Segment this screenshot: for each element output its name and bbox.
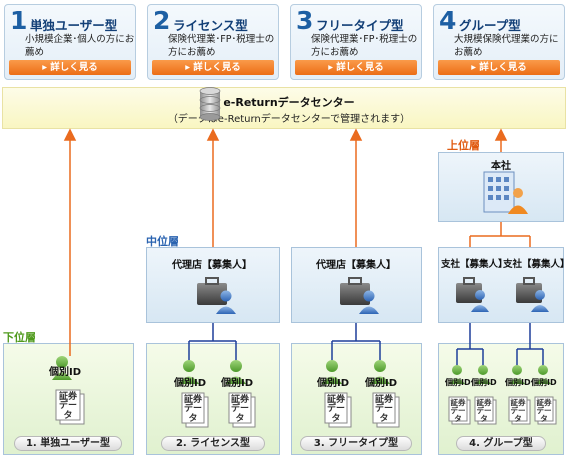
client-id-label: 個別ID: [221, 378, 254, 389]
document-label: 証券データ: [510, 398, 526, 423]
card-title: グループ型: [459, 18, 521, 33]
document-icon: [55, 389, 85, 425]
document-icon: [372, 392, 400, 428]
client-person-icon: [509, 365, 525, 384]
type-label-license: 2. ライセンス型: [161, 436, 265, 451]
card-title: フリータイプ型: [316, 18, 404, 33]
card-number: 2: [153, 6, 171, 35]
document-label: 証券データ: [230, 395, 249, 424]
data-center-subtitle: （データはe-Returnデータセンターで管理されます）: [167, 114, 411, 125]
client-person-icon: [370, 360, 390, 384]
client-id-label: 個別ID: [365, 378, 398, 389]
document-icon: [228, 392, 256, 428]
document-icon: [181, 392, 209, 428]
card-title: ライセンス型: [173, 18, 248, 33]
agent-icon: [456, 277, 489, 312]
client-person-icon: [226, 360, 246, 384]
database-icon: [199, 87, 221, 121]
card-description: 保険代理業･FP･税理士の方にお薦め: [168, 34, 275, 58]
document-icon: [534, 396, 557, 425]
data-center-title: e-Returnデータセンター: [223, 96, 355, 109]
document-icon: [474, 396, 497, 425]
card-group: 4 グループ型 大規模保険代理業の方にお薦め ▸ 詳しく見る: [433, 4, 565, 80]
agent-icon: [516, 277, 549, 312]
agent-icon: [340, 277, 379, 314]
lower-layer-label: 下位層: [3, 331, 36, 344]
card-free-type: 3 フリータイプ型 保険代理業･FP･税理士の方にお薦め ▸ 詳しく見る: [290, 4, 422, 80]
type-label-free: 3. フリータイプ型: [300, 436, 412, 451]
client-id-label: 個別ID: [49, 367, 82, 378]
document-icon: [448, 396, 471, 425]
card-number: 3: [296, 6, 314, 35]
document-label: 証券データ: [58, 392, 77, 421]
data-center-band: e-Returnデータセンター （データはe-Returnデータセンターで管理さ…: [2, 87, 566, 129]
client-id-label: 個別ID: [505, 378, 531, 387]
document-label: 証券データ: [326, 395, 345, 424]
document-label: 証券データ: [536, 398, 552, 423]
client-id-label: 個別ID: [317, 378, 350, 389]
document-label: 証券データ: [476, 398, 492, 423]
client-id-label: 個別ID: [531, 378, 557, 387]
card-description: 小規模企業･個人の方にお薦め: [25, 34, 135, 58]
client-id-label: 個別ID: [471, 378, 497, 387]
details-button[interactable]: ▸ 詳しく見る: [9, 60, 131, 75]
document-label: 証券データ: [374, 395, 393, 424]
agency-label: 代理店【募集人】: [316, 260, 396, 271]
details-button-label: 詳しく見る: [336, 62, 384, 73]
document-label: 証券データ: [183, 395, 202, 424]
document-label: 証券データ: [450, 398, 466, 423]
upper-layer-label: 上位層: [447, 139, 480, 152]
client-person-icon: [535, 365, 551, 384]
details-button-label: 詳しく見る: [50, 62, 98, 73]
details-button[interactable]: ▸ 詳しく見る: [295, 60, 417, 75]
hierarchy-lines: [188, 323, 544, 366]
card-single-user: 1 単独ユーザー型 小規模企業･個人の方にお薦め ▸ 詳しく見る: [4, 4, 136, 80]
details-button-label: 詳しく見る: [193, 62, 241, 73]
document-icon: [324, 392, 352, 428]
card-number: 4: [439, 6, 457, 35]
client-person-icon: [179, 360, 199, 384]
branch-label: 支社【募集人】: [441, 259, 508, 270]
card-description: 大規模保険代理業の方にお薦め: [454, 34, 559, 58]
details-button[interactable]: ▸ 詳しく見る: [152, 60, 274, 75]
details-button[interactable]: ▸ 詳しく見る: [438, 60, 560, 75]
middle-layer-label: 中位層: [146, 235, 179, 248]
building-icon: [483, 171, 528, 214]
type-label-single: 1. 単独ユーザー型: [14, 436, 122, 451]
client-person-icon: [322, 360, 342, 384]
agent-icon: [197, 277, 236, 314]
client-person-icon: [475, 365, 491, 384]
card-license: 2 ライセンス型 保険代理業･FP･税理士の方にお薦め ▸ 詳しく見る: [147, 4, 279, 80]
upload-arrows: [63, 128, 531, 356]
hq-label: 本社: [491, 161, 511, 172]
details-button-label: 詳しく見る: [479, 62, 527, 73]
client-person-icon: [449, 365, 465, 384]
branch-label: 支社【募集人】: [503, 259, 570, 270]
card-description: 保険代理業･FP･税理士の方にお薦め: [311, 34, 418, 58]
client-id-label: 個別ID: [445, 378, 471, 387]
card-number: 1: [10, 6, 28, 35]
agency-label: 代理店【募集人】: [172, 260, 252, 271]
type-label-group: 4. グループ型: [456, 436, 546, 451]
client-person-icon: [52, 356, 72, 380]
client-id-label: 個別ID: [174, 378, 207, 389]
document-icon: [508, 396, 531, 425]
card-title: 単独ユーザー型: [30, 18, 118, 33]
